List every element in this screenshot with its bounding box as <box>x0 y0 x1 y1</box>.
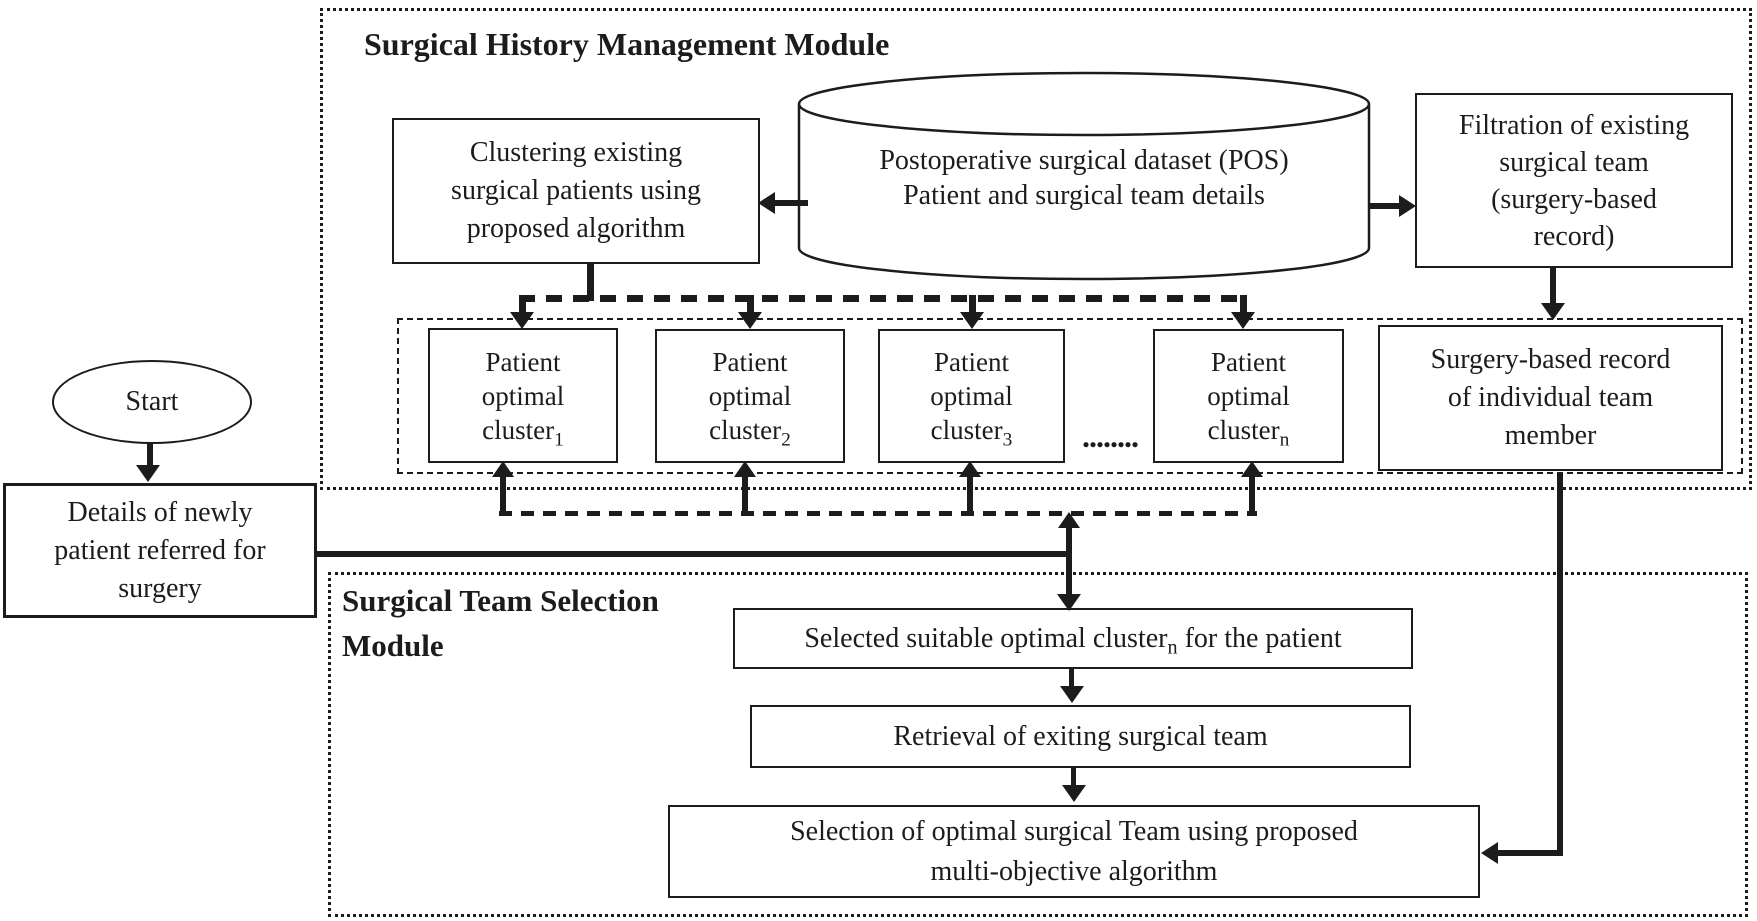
cluster3-line1: Patient <box>934 347 1009 377</box>
arrow-db-to-clustering-shaft <box>774 200 808 206</box>
surgical-team-selection-module-title: Surgical Team Selection Module <box>342 578 659 668</box>
dataset-label-line2: Patient and surgical team details <box>903 180 1265 211</box>
arrow-up-clustern-shaft <box>1249 475 1255 515</box>
arrow-into-clustern-head <box>1231 312 1255 329</box>
clustern-line1: Patient <box>1211 347 1286 377</box>
surgery-record-feedback-line-horizontal <box>1498 850 1563 856</box>
double-arrow-down-head <box>1057 594 1081 611</box>
arrow-up-cluster2-shaft <box>742 475 748 515</box>
selection-line2: multi-objective algorithm <box>930 855 1218 887</box>
surgery-record-feedback-line-vertical <box>1557 472 1563 856</box>
clustering-existing-patients-box: Clustering existing surgical patients us… <box>392 118 760 264</box>
arrow-selected-to-retrieval-shaft <box>1069 668 1074 688</box>
filtration-existing-team-box: Filtration of existing surgical team (su… <box>1415 93 1733 268</box>
surgical-history-module-title: Surgical History Management Module <box>364 26 890 62</box>
patient-optimal-cluster2-box: Patient optimal cluster2 <box>655 329 845 463</box>
clustern-line3: clustern <box>1207 415 1290 451</box>
surgery-record-line2: of individual team <box>1447 382 1654 413</box>
cluster-results-dashed-container <box>397 318 1743 474</box>
cluster1-line1: Patient <box>485 346 561 377</box>
arrow-up-cluster3-head <box>959 461 981 477</box>
dataset-label-line1: Postoperative surgical dataset (POS) <box>879 145 1289 176</box>
arrow-db-to-filtration-shaft <box>1368 203 1400 209</box>
arrow-db-to-filtration-head <box>1399 195 1416 217</box>
arrow-up-cluster1-head <box>492 461 514 477</box>
arrow-db-to-clustering-head <box>758 192 775 214</box>
postoperative-dataset-cylinder-icon <box>797 71 1371 281</box>
clustern-line2: optimal <box>1207 381 1290 411</box>
retrieval-existing-team-box: Retrieval of exiting surgical team <box>750 705 1411 768</box>
cluster-feedback-dashed-line <box>499 511 1257 516</box>
feedback-arrowhead-into-selection-box <box>1481 842 1498 864</box>
cluster-distribution-dashed-line <box>519 295 1246 302</box>
cluster3-line2: optimal <box>930 381 1013 411</box>
surgical-history-module-container <box>320 8 1752 490</box>
details-to-selected-connector-line <box>317 551 1069 557</box>
details-line1: Details of newly <box>67 496 253 528</box>
new-patient-details-box: Details of newly patient referred for su… <box>3 483 317 618</box>
arrow-start-to-details-shaft <box>147 443 153 467</box>
arrow-into-cluster2-shaft <box>747 295 754 315</box>
selected-suitable-cluster-box: Selected suitable optimal clustern for t… <box>733 608 1413 669</box>
double-arrow-up-head <box>1058 512 1080 528</box>
cluster2-line3: cluster2 <box>709 415 791 451</box>
team-module-title-line1: Surgical Team Selection <box>342 583 659 618</box>
arrow-selected-to-retrieval-head <box>1060 686 1084 703</box>
selected-cluster-label: Selected suitable optimal clustern for t… <box>804 622 1342 659</box>
cluster3-line3: cluster3 <box>930 415 1013 451</box>
arrow-filtration-to-record-head <box>1541 303 1565 320</box>
arrow-up-cluster2-head <box>734 461 756 477</box>
arrow-into-cluster2-head <box>738 312 762 329</box>
start-label: Start <box>125 386 179 417</box>
cluster2-line2: optimal <box>708 381 792 411</box>
arrow-up-clustern-head <box>1241 461 1263 477</box>
arrow-into-cluster3-head <box>960 312 984 329</box>
details-line2: patient referred for <box>54 534 266 566</box>
selection-optimal-team-box: Selection of optimal surgical Team using… <box>668 805 1480 898</box>
cluster1-line2: optimal <box>481 380 565 411</box>
details-line3: surgery <box>118 572 202 604</box>
clustering-line1: Clustering existing <box>469 137 683 168</box>
arrow-start-to-details-head <box>136 465 160 482</box>
arrow-up-cluster1-shaft <box>500 475 506 515</box>
filtration-line3: (surgery-based <box>1491 183 1657 215</box>
cluster2-line1: Patient <box>712 347 788 377</box>
arrow-filtration-to-record-shaft <box>1550 267 1556 305</box>
arrow-into-cluster1-head <box>510 312 534 329</box>
arrow-into-clustern-shaft <box>1240 295 1247 315</box>
clustering-to-dashed-line-connector <box>587 263 594 301</box>
surgery-record-line1: Surgery-based record <box>1430 344 1671 375</box>
team-module-title-line2: Module <box>342 628 444 663</box>
arrow-into-cluster1-shaft <box>519 295 526 315</box>
clustering-line3: proposed algorithm <box>466 213 686 244</box>
surgical-team-selection-module-container <box>328 572 1748 917</box>
cluster-ellipsis-dots: ........ <box>1082 418 1139 454</box>
filtration-line2: surgical team <box>1499 146 1649 178</box>
arrow-retrieval-to-selection-shaft <box>1071 767 1076 787</box>
start-terminator: Start <box>52 360 252 444</box>
cluster1-line3: cluster1 <box>482 414 564 450</box>
filtration-line1: Filtration of existing <box>1458 109 1690 141</box>
arrow-into-cluster3-shaft <box>969 295 976 315</box>
retrieval-label: Retrieval of exiting surgical team <box>893 720 1268 752</box>
patient-optimal-cluster1-box: Patient optimal cluster1 <box>428 328 618 463</box>
selection-line1: Selection of optimal surgical Team using… <box>790 815 1358 847</box>
surgery-record-line3: member <box>1504 420 1597 451</box>
patient-optimal-clustern-box: Patient optimal clustern <box>1153 329 1344 463</box>
filtration-line4: record) <box>1533 220 1615 252</box>
double-arrow-shaft <box>1066 526 1072 596</box>
arrow-retrieval-to-selection-head <box>1062 785 1086 802</box>
clustering-line2: surgical patients using <box>451 175 701 206</box>
postoperative-dataset-label: Postoperative surgical dataset (POS) Pat… <box>796 143 1372 213</box>
patient-optimal-cluster3-box: Patient optimal cluster3 <box>878 329 1065 463</box>
surgery-based-record-box: Surgery-based record of individual team … <box>1378 325 1723 471</box>
arrow-up-cluster3-shaft <box>967 475 973 515</box>
